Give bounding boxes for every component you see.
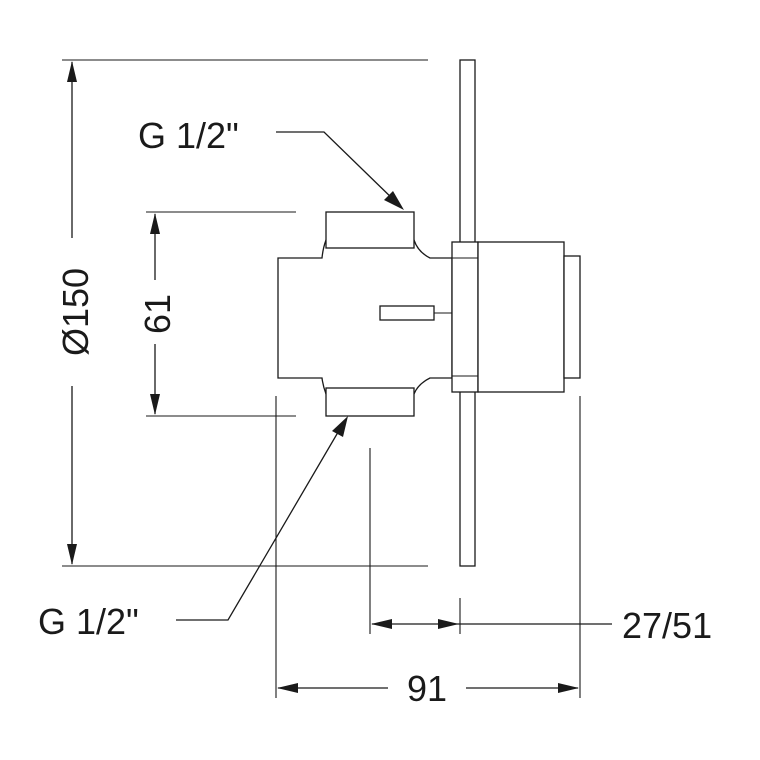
thread-top-leader: G 1/2"	[138, 115, 404, 210]
thread-top-label: G 1/2"	[138, 115, 239, 156]
overall-length-label: 91	[407, 668, 447, 709]
depth-range-label: 27/51	[622, 605, 712, 646]
valve-body	[277, 211, 453, 417]
overall-length-dimension: 91	[275, 396, 581, 709]
spacing-label: 61	[137, 294, 178, 334]
thread-bottom-leader: G 1/2"	[38, 416, 348, 642]
push-cover	[451, 241, 581, 393]
spacing-dimension: 61	[137, 211, 296, 417]
diameter-dimension: Ø150	[55, 59, 428, 567]
depth-dimension: 27/51	[369, 448, 712, 646]
thread-bottom-label: G 1/2"	[38, 601, 139, 642]
diameter-label: Ø150	[55, 268, 96, 356]
